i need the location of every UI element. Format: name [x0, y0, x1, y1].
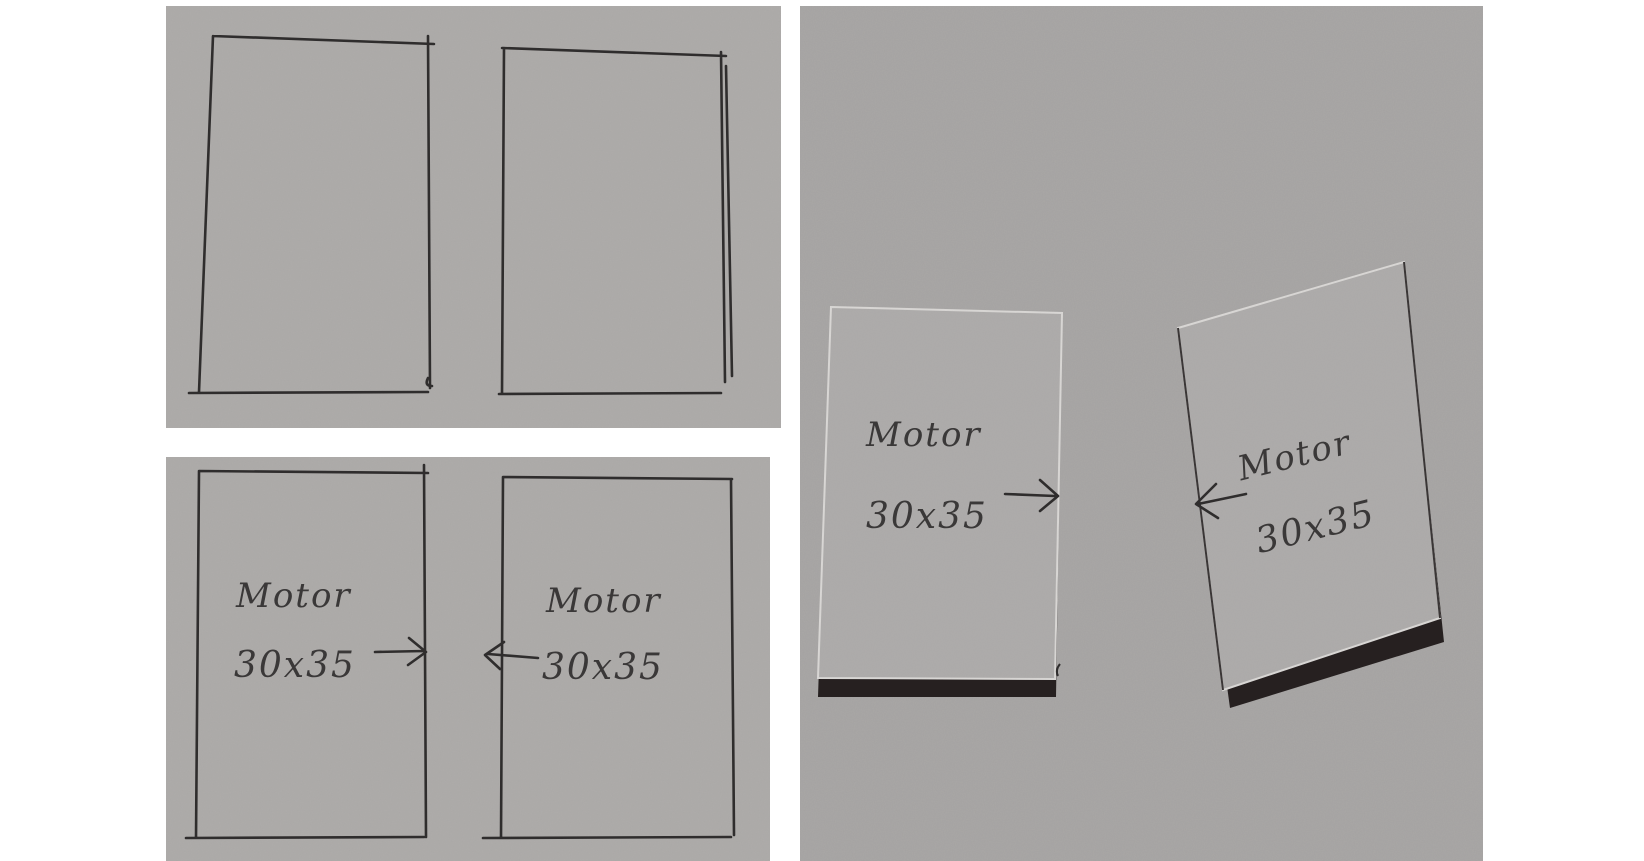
photo-panel-bottom-left: Motor 30x35 Motor 30x35	[166, 457, 770, 861]
left-card-arrow-right-icon	[1003, 478, 1060, 513]
right-sheet-label-motor: Motor	[545, 581, 662, 621]
photo-panel-top-left	[166, 6, 781, 428]
left-card-label-size: 30x35	[866, 496, 988, 537]
right-sheet-outline	[481, 475, 736, 840]
arrow-right-icon	[373, 636, 428, 667]
left-card-label-motor: Motor	[865, 415, 982, 455]
left-rectangle-outline	[187, 34, 436, 395]
right-card-arrow-left-icon	[1194, 482, 1248, 520]
left-sheet-label-size: 30x35	[234, 645, 356, 686]
photo-cardboard-cards: Motor 30x35 Motor 30x35	[800, 6, 1483, 861]
sketch-labeled-rectangles: Motor 30x35 Motor 30x35	[166, 457, 770, 861]
photo-panel-right: Motor 30x35 Motor 30x35	[800, 6, 1483, 861]
arrow-left-icon	[483, 640, 540, 671]
left-sheet-label-motor: Motor	[235, 576, 352, 616]
right-card: Motor 30x35	[1176, 260, 1444, 708]
right-sheet-label-size: 30x35	[542, 647, 664, 688]
sketch-empty-rectangles	[166, 6, 781, 428]
left-card: Motor 30x35	[816, 305, 1064, 697]
right-rectangle-outline	[497, 46, 728, 396]
